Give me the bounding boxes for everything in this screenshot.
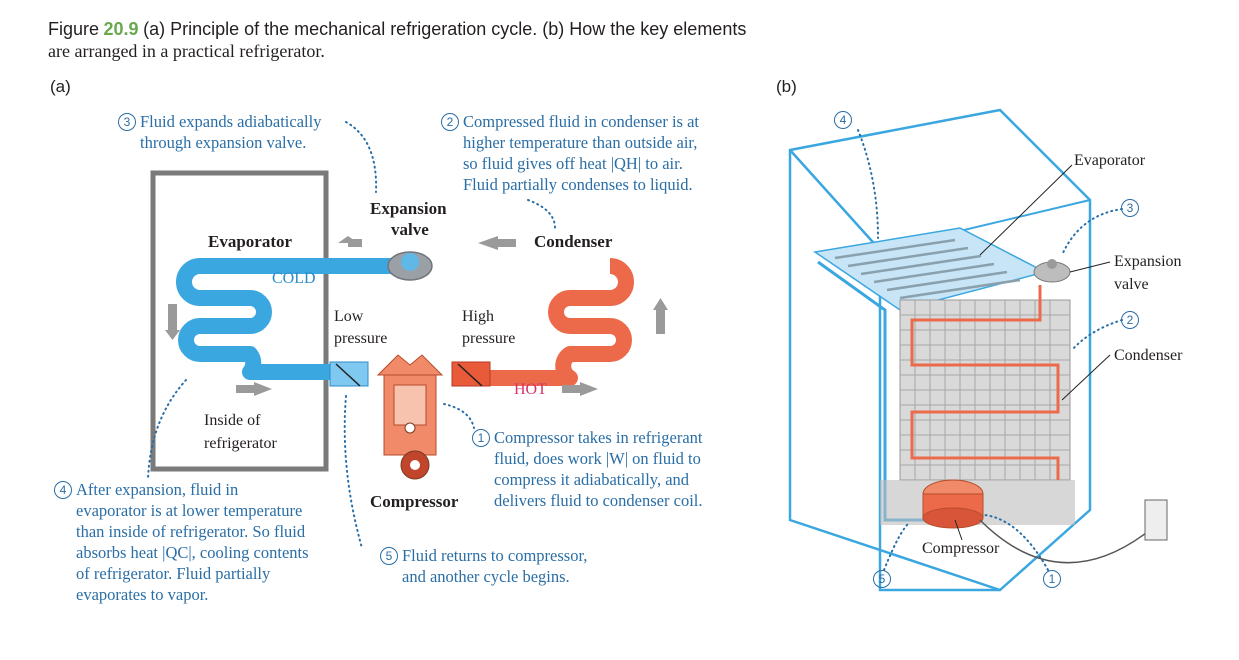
refrigerator-box <box>150 170 329 472</box>
note-1-number: 1 <box>472 429 490 447</box>
note-5-line-1: Fluid returns to compressor, <box>402 546 588 565</box>
fridge-outline <box>788 108 1092 592</box>
condenser-coil-b <box>910 285 1060 480</box>
marker-2-b-text: 2 <box>1121 311 1139 329</box>
note-5-line-2: and another cycle begins. <box>402 567 570 586</box>
expansion-valve-label-b-2: valve <box>1114 276 1149 293</box>
note-3-line-2: through expansion valve. <box>140 133 307 152</box>
note-2-line-4: Fluid partially condenses to liquid. <box>463 175 693 194</box>
note-5-number: 5 <box>380 547 398 565</box>
condenser-label-b: Condenser <box>1114 347 1183 364</box>
marker-3-b: 3 <box>1121 199 1143 218</box>
figure-caption: Figure 20.9 (a) Principle of the mechani… <box>48 18 828 62</box>
figure-number: 20.9 <box>103 19 139 39</box>
flow-arrow-left-mid <box>478 236 498 250</box>
condenser-coil <box>470 258 634 386</box>
caption-text-2: are arranged in a practical refrigerator… <box>48 41 325 61</box>
compressor-label: Compressor <box>370 492 459 511</box>
marker-1-b-text: 1 <box>1043 570 1061 588</box>
flow-arrow-up <box>653 298 668 310</box>
caption-text-1: (a) Principle of the mechanical refriger… <box>143 19 747 39</box>
note-3-line-1: Fluid expands adiabatically <box>140 112 322 131</box>
condenser-label: Condenser <box>534 232 613 251</box>
marker-3-b-text: 3 <box>1121 199 1139 217</box>
marker-1-b: 1 <box>1043 570 1065 589</box>
note-4-line-1: After expansion, fluid in <box>76 480 239 499</box>
note-2-line-1: Compressed fluid in condenser is at <box>463 112 699 131</box>
note-4-line-6: evaporates to vapor. <box>76 585 209 604</box>
note-1-line-1: Compressor takes in refrigerant <box>494 428 703 447</box>
marker-2-b: 2 <box>1121 311 1143 330</box>
panel-a-diagram <box>147 121 668 549</box>
note-4-line-2: evaporator is at lower temperature <box>76 501 303 520</box>
expansion-valve-label-2: valve <box>391 220 429 239</box>
note-3-number: 3 <box>118 113 136 131</box>
low-pressure-block <box>329 361 369 387</box>
expansion-valve-label-b-1: Expansion <box>1114 253 1182 270</box>
wall-outlet <box>1144 499 1168 541</box>
flow-arrow-right-bottom <box>254 382 272 396</box>
note-4-line-4: absorbs heat |QC|, cooling contents <box>76 543 309 562</box>
evaporator-label: Evaporator <box>208 232 293 251</box>
note-2-number: 2 <box>441 113 459 131</box>
note-4-line-5: of refrigerator. Fluid partially <box>76 564 271 583</box>
high-pressure-block <box>451 361 491 387</box>
note-1-line-3: compress it adiabatically, and <box>494 470 690 489</box>
low-pressure-label-1: Low <box>334 308 364 325</box>
compressor-label-b: Compressor <box>922 540 1000 557</box>
high-pressure-label-1: High <box>462 308 494 325</box>
evaporator-plate <box>813 227 1048 311</box>
marker-4-b: 4 <box>834 111 856 130</box>
expansion-valve-label-1: Expansion <box>370 199 447 218</box>
marker-5-b-text: 5 <box>873 570 891 588</box>
note-1-line-4: delivers fluid to condenser coil. <box>494 491 703 510</box>
note-4-line-3: than inside of refrigerator. So fluid <box>76 522 306 541</box>
note-1-line-2: fluid, does work |W| on fluid to <box>494 449 701 468</box>
inside-label-1: Inside of <box>204 412 261 429</box>
high-pressure-label-2: pressure <box>462 330 516 347</box>
note-4-number: 4 <box>54 481 72 499</box>
figure-word: Figure <box>48 19 100 39</box>
note-2-line-3: so fluid gives off heat |QH| to air. <box>463 154 683 173</box>
inside-label-2: refrigerator <box>204 435 277 452</box>
low-pressure-label-2: pressure <box>334 330 388 347</box>
panel-a-label: (a) <box>50 77 71 96</box>
cold-label: COLD <box>272 270 316 287</box>
expansion-valve-knob <box>401 253 419 271</box>
hot-label: HOT <box>514 381 547 398</box>
marker-5-b: 5 <box>873 570 895 589</box>
note-2-line-2: higher temperature than outside air, <box>463 133 698 152</box>
evaporator-label-b: Evaporator <box>1074 152 1146 169</box>
flow-arrow-down <box>165 330 180 340</box>
flow-arrow-right-hot <box>580 382 598 396</box>
panel-b-diagram <box>788 108 1168 592</box>
evaporator-coil <box>176 258 400 380</box>
panel-b-label: (b) <box>776 77 797 96</box>
marker-4-b-text: 4 <box>834 111 852 129</box>
